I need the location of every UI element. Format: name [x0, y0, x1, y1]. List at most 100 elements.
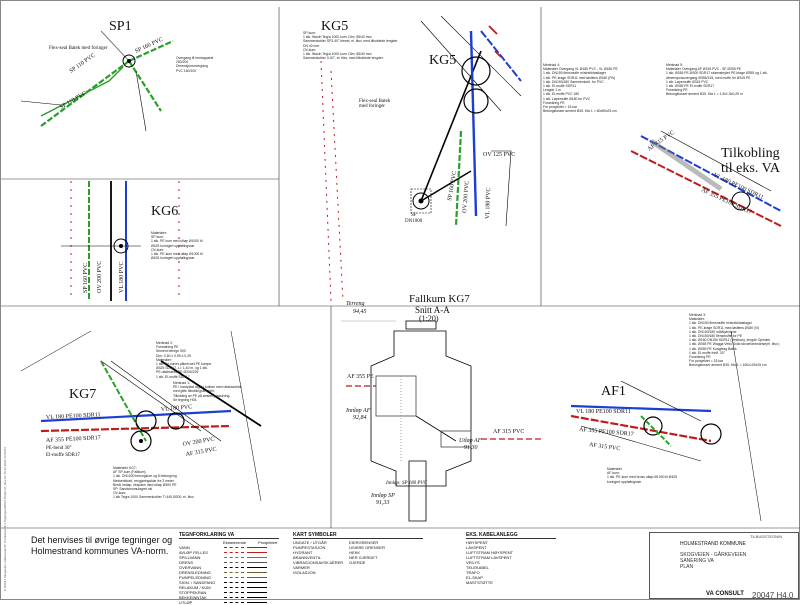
- innlop-sp180-label: Innløp: SP 180 PVC: [386, 481, 427, 486]
- note-line: Ø425 koringert uppfølingsrør.: [151, 256, 196, 261]
- legend-swatch-existing: [224, 552, 244, 553]
- note-line: 1 stk. PE-kum med bross utløp Ø1000 til …: [607, 475, 678, 480]
- title-block-header: TILBUDSTEGNIN: [750, 534, 783, 539]
- legend-kart-item: USIKRE GRENSER: [349, 545, 385, 550]
- legend-swatch-projected: [247, 562, 267, 563]
- note-line: 1 stk. Ø355 PE Wagga Vetlu Solid skruefo…: [689, 342, 780, 347]
- note-line: Betongklosser arment B35. Kfa 1 = 160x10…: [689, 363, 767, 368]
- legend-va-row-label: VANN: [179, 545, 190, 550]
- note-kg5: SP-kum: 1 stk. Wavin Tegra 1000 kum. Dim…: [303, 31, 398, 60]
- pipe-label-sp1-a: SP 110 PVC: [69, 53, 97, 75]
- legend-swatch-projected: [247, 577, 267, 578]
- legend-va-row-label: DRENSLEDNING: [179, 570, 211, 575]
- legend-swatch-projected: [247, 587, 267, 588]
- legend-va-row-label: AVLØP FELLES: [179, 550, 208, 555]
- legend-kabel-item: LUFTSTRAM LAVSPENT: [466, 555, 512, 560]
- legend-swatch-existing: [224, 597, 244, 598]
- general-note: Det henvises til øvrige tegninger og Hol…: [31, 535, 172, 557]
- note-top-right-2: Merknad 5: Materialer Overgang AF Ø315 P…: [666, 63, 768, 97]
- pipe-label-kg5-a: SP 160 PVC: [447, 171, 458, 202]
- note-line: Merknad 2:: [156, 341, 173, 345]
- note-line: 1 stk. Ø355 PE El-muffe SDR17: [666, 84, 715, 89]
- note-line: SP-kum:: [151, 235, 164, 240]
- legend-va-row: VANN: [179, 545, 279, 550]
- note-kg7: Merknad 2: Formalning PE Sement beregn 5…: [156, 341, 211, 379]
- tilkobling-detail: [630, 130, 782, 227]
- legend-va-row-label: SIGN. / SANDFANG: [179, 580, 216, 585]
- note-af1: Merknad 3: Materialer: 1 stk. DN150 flen…: [689, 313, 779, 368]
- ei-muffe-label: El-muffe SDR17: [46, 453, 80, 458]
- sf-label: SF: [411, 213, 417, 218]
- legend-kart-item: BRANNVENTIL: [293, 555, 322, 560]
- note-line: 1 stk. PE-kum med utløp Ø1000 til: [151, 252, 203, 257]
- note-line: PVC 160/100: [176, 68, 197, 73]
- legend-swatch-existing: [224, 562, 244, 563]
- note-line: Sammenkobler 0-40°, el. tilsv. med tilko…: [303, 56, 384, 61]
- note-line: 1 stk. DN150 flensmuffe m/strekkfastlage…: [543, 71, 606, 76]
- sp1-detail: [20, 30, 174, 132]
- note-line: AF SP-kum (Fallkum):: [113, 470, 147, 475]
- legend-va-title: TEGNFORKLARING VA: [179, 533, 279, 539]
- pipe-label-kg5-c: VL 180 PVC: [485, 187, 492, 219]
- pipe-label-kg6-c: VL 180 PVC: [119, 262, 125, 293]
- note-af1-materialer: Materialer AF-kum: 1 stk. PE-kum med bro…: [607, 467, 677, 484]
- legend-swatch-projected: [247, 552, 267, 553]
- pipe-label-sp1-c: SP 110 PVC: [59, 91, 88, 111]
- note-line: Materialer:: [156, 357, 173, 362]
- legend-kart-item: NER GJERDET: [349, 555, 378, 560]
- legend-swatch-projected: [247, 597, 267, 598]
- innlop-sp-value: 91,33: [376, 500, 390, 506]
- legend-va-row-label: UTLØP: [179, 600, 193, 605]
- note-line: AF-kum:: [607, 471, 620, 476]
- pipe-label-kg5-d: OV 125 PVC: [483, 152, 515, 158]
- legend-swatch-projected: [247, 567, 267, 568]
- legend-kabel-item: LAVSPENT: [466, 545, 487, 550]
- flexseal-sp1: Flex-seal Batek med foringer: [49, 46, 108, 51]
- note-line: 1 stk. Ø355 PE-Ø300 SDR17 strømsbrytet P…: [666, 71, 768, 76]
- note-line: Nedsenkbart, rengjøringsklar fra 2 meter: [113, 478, 174, 483]
- kg6-detail: [61, 181, 180, 301]
- note-line: Merknad 4:: [543, 63, 560, 67]
- legend-kabel-item: TELEKABEL: [466, 565, 489, 570]
- innlop-sp-label: Innløp SP: [371, 493, 395, 499]
- note-line: 1 stk. PE kum med utløp Ø1000 til: [151, 239, 203, 244]
- legend-swatch-projected: [247, 602, 267, 603]
- innlop-af-value: 92,84: [353, 415, 367, 421]
- legend-swatch-existing: [224, 587, 244, 588]
- note-line: 1 stk. Ø355 PE Kuagelag Batek: [689, 346, 737, 351]
- note-line: 1 stk. Ø160 DN150 SDR11 (Vestkan), lengd…: [689, 338, 771, 343]
- note-line: Lengde 1 m: [543, 88, 561, 93]
- title-block: TILBUDSTEGNIN HOLMESTRAND KOMMUNE SKOGVE…: [649, 532, 799, 600]
- note-line: Forankring PE: [543, 100, 565, 105]
- note-line: dimensjonsovergang Ø355/315, med muffe f…: [666, 75, 751, 80]
- legend-col-header: Eksisterende: [223, 540, 247, 545]
- note-line: SP-kum:: [303, 31, 316, 35]
- pipe-label-kg7-e: AF 315 PVC: [185, 447, 217, 458]
- note-line: OV-kum:: [113, 491, 127, 496]
- legend-va-row: SIGN. / SANDFANG: [179, 580, 279, 585]
- title-block-project-line: SKOGVEIEN - GÅRKEVEIEN: [680, 552, 747, 558]
- sp1-label: SP1: [109, 19, 132, 34]
- legend-kabel-item: LUFTSTRAM HØYSPENT: [466, 550, 514, 555]
- sf-dn-label: DN1000: [405, 219, 423, 224]
- legend-swatch-projected: [247, 592, 267, 593]
- legend-va-row-label: PUMPELEDNING: [179, 575, 212, 580]
- note-line: 1 stk. Løpemuffe Ø315 PVC: [666, 79, 709, 84]
- note-line: Betongklosser arment B35. Kfa 1 = 60x80x…: [543, 109, 617, 114]
- note-line: 1 stk. El-muffe SDR11: [543, 84, 577, 89]
- note-line: For prosjektet = 15 kar: [543, 105, 578, 110]
- note-line: OV-kum:: [151, 247, 165, 252]
- af355pe-label: AF 355 PE: [347, 374, 374, 380]
- legend-swatch-existing: [224, 592, 244, 593]
- pipe-label-af1-b: AF 355 PE100 SDR17: [579, 427, 634, 438]
- legend-kabel-title: EKS. KABELANLEGG: [466, 533, 556, 539]
- legend-va-row-label: DRENS: [179, 560, 194, 565]
- note-line: koringert uppfølingsrør: [607, 479, 642, 484]
- kg7-label: KG7: [69, 387, 97, 402]
- pipe-label-kg7-c: OV 200 PVC: [182, 436, 215, 448]
- note-line: 1 stk. DN1000 betongkum og 8 betongring: [113, 474, 177, 479]
